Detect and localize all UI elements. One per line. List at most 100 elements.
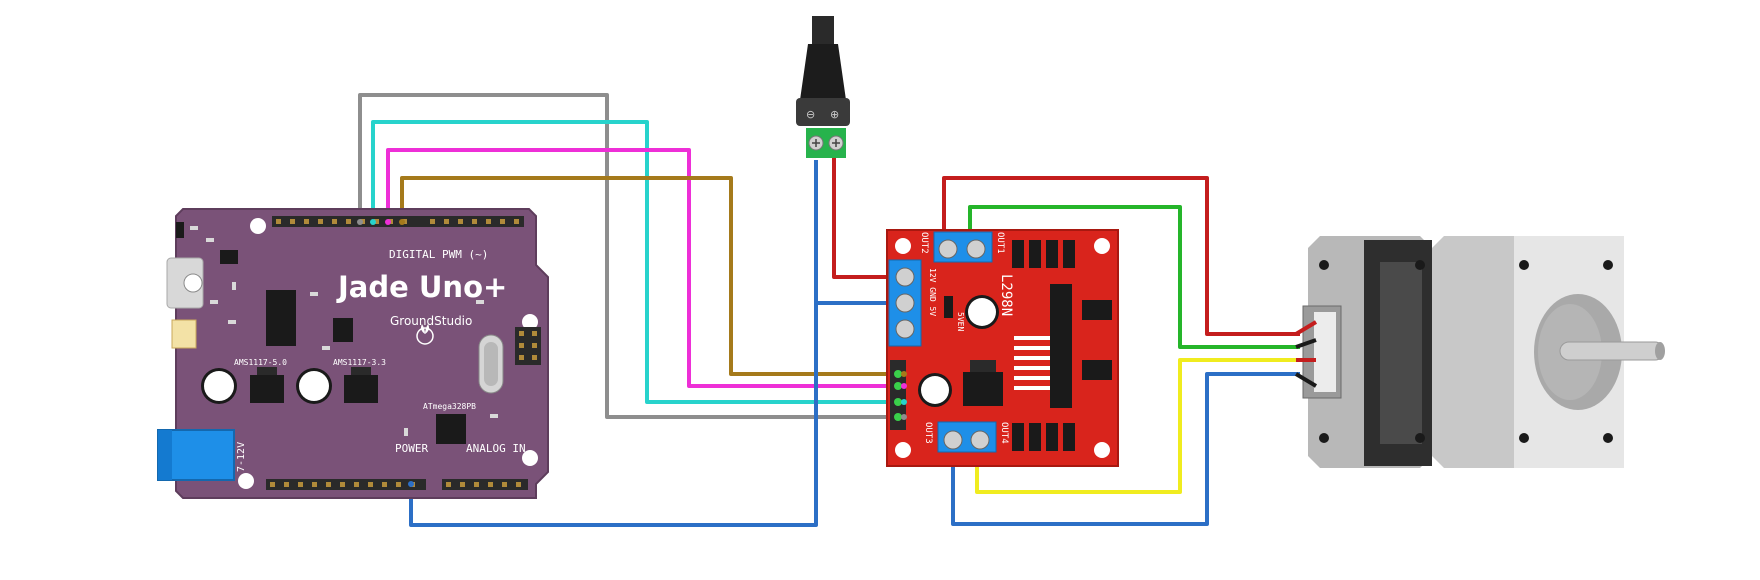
driver-pcb bbox=[886, 229, 1119, 467]
terminal-screw[interactable] bbox=[938, 239, 958, 259]
mount-hole bbox=[895, 442, 911, 458]
power-pins-label: 12V GND 5V bbox=[928, 268, 937, 316]
usb-logo-icon bbox=[183, 273, 203, 293]
mcu-label: ATmega328PB bbox=[423, 402, 476, 411]
groundstudio-logo bbox=[416, 324, 434, 345]
driver-regulator bbox=[963, 372, 1003, 406]
driver-regulator-tab bbox=[970, 360, 996, 372]
blue-out3-wire bbox=[951, 372, 1300, 526]
l298n-driver[interactable]: OUT2 OUT1 OUT3 OUT4 12V GND 5V 5VEN L298… bbox=[886, 229, 1119, 467]
screw-slot bbox=[812, 139, 840, 147]
enable-jumper[interactable] bbox=[944, 296, 953, 318]
regulator-3v3 bbox=[344, 375, 378, 403]
small-ic bbox=[220, 250, 238, 264]
red-vin-wire bbox=[832, 158, 899, 279]
jack-tip bbox=[812, 16, 834, 44]
jack-plus-symbol: ⊕ bbox=[830, 108, 839, 121]
out3-label: OUT3 bbox=[923, 422, 933, 444]
regulator-5v-label: AMS1117-5.0 bbox=[234, 358, 287, 367]
terminal-screw[interactable] bbox=[895, 267, 915, 287]
reset-button[interactable] bbox=[176, 222, 184, 238]
driver-capacitor-top bbox=[968, 298, 996, 326]
mount-hole bbox=[1094, 238, 1110, 254]
motor-hole bbox=[1319, 260, 1329, 270]
driver-capacitor-top bbox=[921, 376, 949, 404]
diode-array bbox=[1012, 240, 1112, 451]
icsp-pins bbox=[519, 331, 537, 360]
mount-hole bbox=[522, 450, 538, 466]
dc-power-jack[interactable]: ⊖ ⊕ bbox=[796, 16, 850, 158]
mount-hole bbox=[250, 218, 266, 234]
wires bbox=[358, 93, 1300, 527]
terminal-screw[interactable] bbox=[966, 239, 986, 259]
magenta-wire bbox=[386, 148, 904, 388]
out4-label: OUT4 bbox=[999, 422, 1009, 444]
yellow-out4-wire bbox=[975, 358, 1300, 494]
power-label: POWER bbox=[395, 442, 428, 455]
mcu-chip bbox=[436, 414, 466, 444]
dc-jack-shadow bbox=[158, 430, 172, 480]
heatsink-fins bbox=[1014, 336, 1050, 390]
board-name: Jade Uno+ bbox=[336, 270, 507, 304]
mount-hole bbox=[238, 473, 254, 489]
out1-label: OUT1 bbox=[995, 232, 1005, 254]
digital-header[interactable] bbox=[272, 216, 524, 227]
motor-hole bbox=[1603, 260, 1613, 270]
brown-wire bbox=[400, 176, 904, 376]
enable-label: 5VEN bbox=[956, 312, 965, 331]
cyan-wire bbox=[371, 120, 904, 404]
analog-header[interactable] bbox=[442, 479, 528, 490]
digital-pwm-label: DIGITAL PWM (~) bbox=[389, 248, 488, 261]
motor-hole bbox=[1519, 260, 1529, 270]
jack-body bbox=[800, 44, 846, 100]
terminal-screw[interactable] bbox=[943, 430, 963, 450]
stepper-motor[interactable] bbox=[1294, 236, 1665, 468]
mount-hole bbox=[1094, 442, 1110, 458]
jack-collar bbox=[796, 98, 850, 126]
analog-in-label: ANALOG IN bbox=[466, 442, 526, 455]
regulator-5v bbox=[250, 375, 284, 403]
mount-hole bbox=[522, 314, 538, 330]
vin-label: 7-12V bbox=[236, 442, 247, 472]
motor-hole bbox=[1603, 433, 1613, 443]
blue-gnd-wire bbox=[409, 160, 899, 527]
input-pins bbox=[894, 370, 902, 421]
crystal-inner bbox=[484, 342, 498, 386]
regulator-5v-tab bbox=[257, 367, 277, 375]
motor-shaft-end bbox=[1655, 342, 1665, 360]
terminal-screw[interactable] bbox=[970, 430, 990, 450]
regulator-3v3-label: AMS1117-3.3 bbox=[333, 358, 386, 367]
motor-hole bbox=[1415, 433, 1425, 443]
power-header[interactable] bbox=[266, 479, 426, 490]
wire-endpoints bbox=[357, 219, 907, 487]
capacitor-top bbox=[204, 371, 234, 401]
green-out1-wire bbox=[968, 205, 1300, 349]
motor-body-mid bbox=[1380, 262, 1422, 444]
icsp-header[interactable] bbox=[515, 327, 541, 365]
terminal-screw[interactable] bbox=[895, 293, 915, 313]
out2-label: OUT2 bbox=[919, 232, 929, 254]
red-out1-wire bbox=[942, 176, 1300, 336]
input-pin-header[interactable] bbox=[890, 360, 906, 430]
motor-leads bbox=[1294, 320, 1318, 388]
l298n-chip bbox=[1050, 284, 1072, 408]
capacitor-top bbox=[299, 371, 329, 401]
mount-hole bbox=[895, 238, 911, 254]
motor-hole bbox=[1519, 433, 1529, 443]
motor-hole bbox=[1415, 260, 1425, 270]
gray-wire bbox=[358, 93, 904, 419]
terminal-screw[interactable] bbox=[895, 319, 915, 339]
motor-connector-socket bbox=[1314, 312, 1336, 392]
jack-minus-symbol: ⊖ bbox=[806, 108, 815, 121]
smd-components bbox=[190, 226, 498, 436]
usb-serial-chip bbox=[266, 290, 296, 346]
board-maker: GroundStudio bbox=[390, 314, 472, 328]
power-jumper bbox=[171, 319, 197, 349]
motor-hole bbox=[1319, 433, 1329, 443]
jade-uno-board[interactable]: DIGITAL PWM (~) POWER ANALOG IN Jade Uno… bbox=[157, 208, 549, 499]
l298n-label: L298N bbox=[998, 274, 1014, 316]
motor-shaft bbox=[1559, 341, 1665, 361]
small-ic bbox=[333, 318, 353, 342]
regulator-3v3-tab bbox=[351, 367, 371, 375]
